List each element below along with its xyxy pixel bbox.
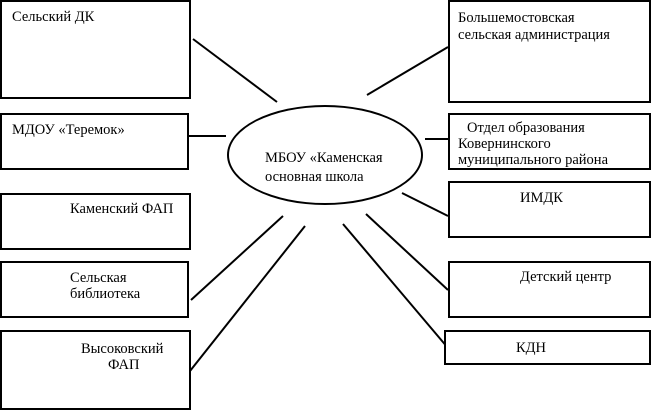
node-label-line: КДН <box>516 340 547 356</box>
node-label-line: ИМДК <box>520 190 563 206</box>
node-library: Сельская библиотека <box>0 261 189 318</box>
node-education-dept: Отдел образования Ковернинского муниципа… <box>448 113 651 170</box>
node-label-line: Сельский ДК <box>12 9 95 25</box>
node-children-center: Детский центр <box>448 261 651 318</box>
node-vysokovsky-fap: Высоковский ФАП <box>0 330 191 410</box>
node-label-line: Большемостовская <box>458 10 575 26</box>
center-label-line: МБОУ «Каменская <box>265 150 383 166</box>
center-label-line: основная школа <box>265 169 364 185</box>
node-bolshemostovskaya-admin: Большемостовская сельская администрация <box>448 0 651 103</box>
node-label-line: МДОУ «Теремок» <box>12 122 125 138</box>
node-label-line: Детский центр <box>520 269 612 285</box>
node-selsky-dk: Сельский ДК <box>0 0 191 99</box>
connector-line <box>189 225 306 372</box>
connector-line <box>342 223 449 349</box>
center-node-school: МБОУ «Каменская основная школа <box>227 105 423 205</box>
node-label-line: Высоковский <box>81 341 164 357</box>
node-label-line: Каменский ФАП <box>70 201 174 217</box>
node-label-line: муниципального района <box>458 152 608 168</box>
connector-line <box>190 215 284 301</box>
node-label-line: Отдел образования <box>467 120 585 136</box>
node-label-line: ФАП <box>108 357 140 373</box>
node-label-line: Ковернинского <box>458 136 551 152</box>
connector-line <box>365 213 449 291</box>
connector-line <box>366 46 449 96</box>
node-imdk: ИМДК <box>448 181 651 238</box>
node-kamensky-fap: Каменский ФАП <box>0 193 191 250</box>
node-mdou-teremok: МДОУ «Теремок» <box>0 113 189 170</box>
node-kdn: КДН <box>444 330 651 365</box>
connector-line <box>192 38 278 103</box>
node-label-line: библиотека <box>70 286 141 302</box>
connector-line <box>401 192 449 217</box>
node-label-line: Сельская <box>70 270 127 286</box>
node-label-line: сельская администрация <box>458 27 610 43</box>
